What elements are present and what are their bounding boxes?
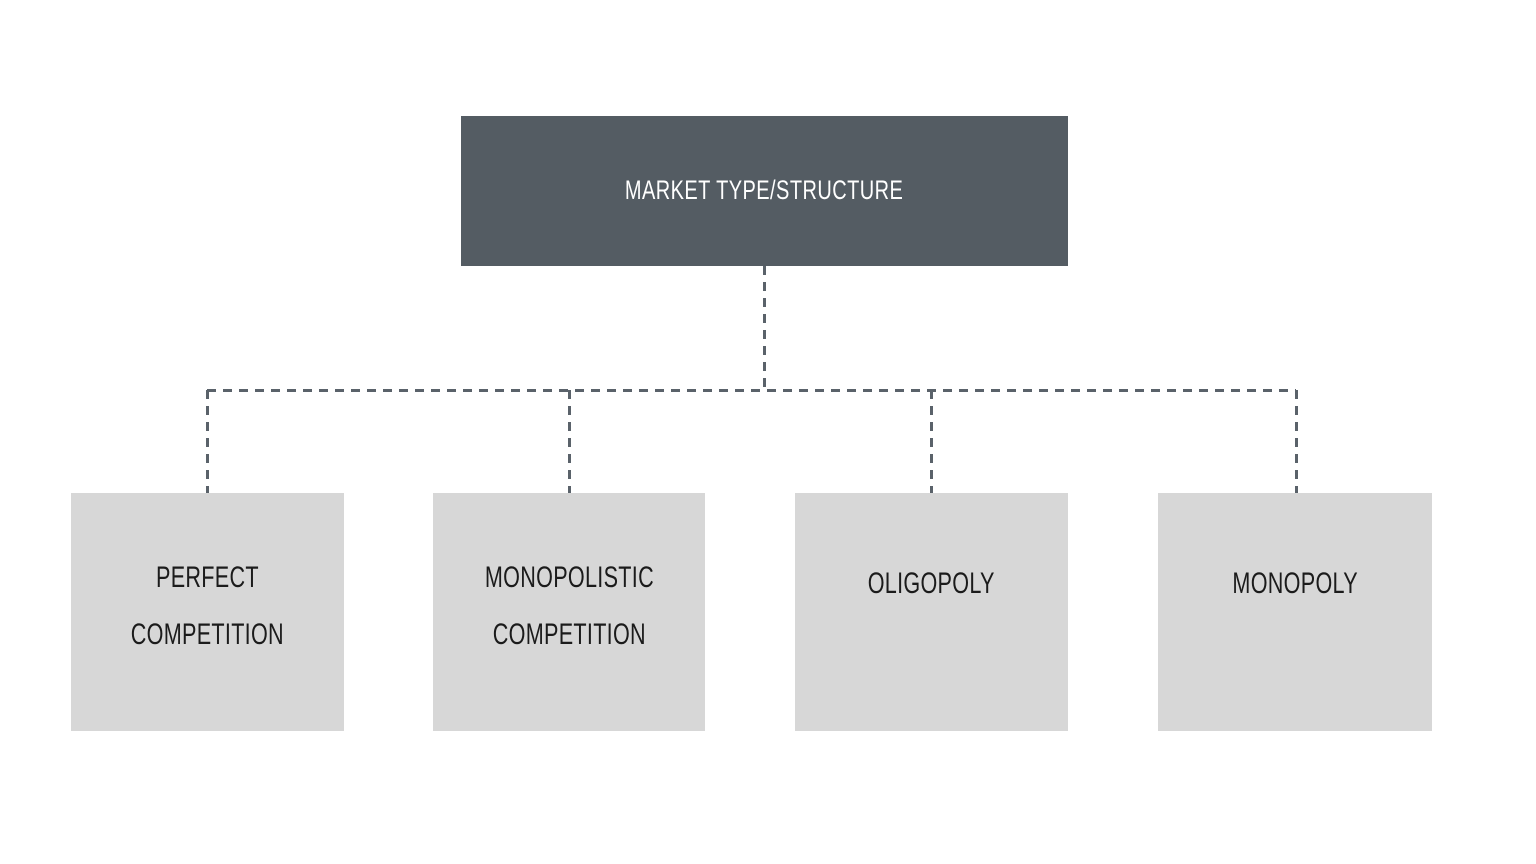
- node-monopolistic-competition[interactable]: MONOPOLISTIC COMPETITION: [433, 493, 705, 731]
- node-perfect-competition[interactable]: PERFECT COMPETITION: [71, 493, 344, 731]
- node-label-line1: PERFECT: [156, 561, 259, 594]
- node-monopoly[interactable]: MONOPOLY: [1158, 493, 1432, 731]
- node-label-line1: MONOPOLY: [1232, 567, 1358, 600]
- node-oligopoly[interactable]: OLIGOPOLY: [795, 493, 1068, 731]
- node-market-type-structure[interactable]: MARKET TYPE/STRUCTURE: [461, 116, 1068, 266]
- node-label-line2: COMPETITION: [492, 618, 646, 651]
- node-label-line1: MONOPOLISTIC: [484, 561, 654, 594]
- node-label-line1: OLIGOPOLY: [867, 567, 996, 600]
- node-label-line2: COMPETITION: [130, 618, 285, 651]
- node-root-label: MARKET TYPE/STRUCTURE: [625, 175, 904, 206]
